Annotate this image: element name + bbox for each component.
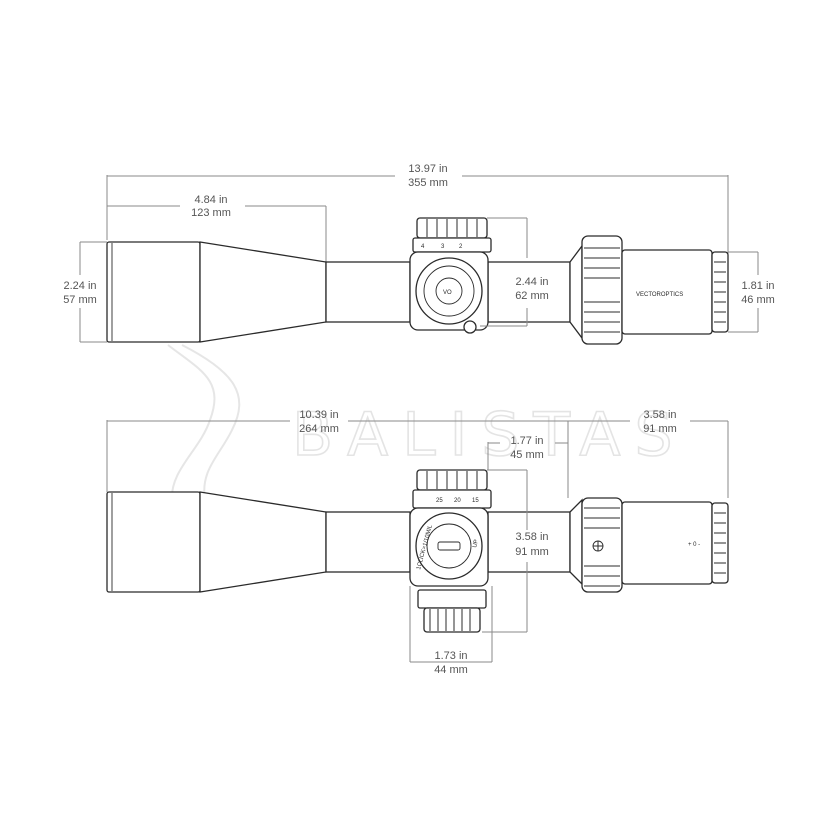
- front-length-in: 10.39 in: [299, 409, 338, 421]
- turret-height-mm: 62 mm: [515, 290, 549, 302]
- magnification-ring-grip: [584, 247, 620, 333]
- turret-scale-2: 20: [454, 498, 461, 504]
- turret-width-in: 1.73 in: [434, 650, 467, 662]
- parallax-scale-3: 2: [459, 244, 463, 250]
- top-view: 13.97 in 355 mm 4.84 in 123 mm 2.24 in 5…: [63, 163, 775, 345]
- overall-length-dimension: 13.97 in 355 mm: [106, 163, 729, 255]
- turret-top: 4 3 2 VO: [409, 217, 492, 334]
- watermark-text: BALISTAS: [292, 400, 687, 470]
- eyepiece-grip: [714, 261, 726, 323]
- side-view: 10.39 in 264 mm 3.58 in 91 mm 1.77 in 45…: [106, 409, 729, 676]
- diopter-mark: + 0 -: [688, 542, 700, 548]
- turret-scale-1: 25: [436, 498, 443, 504]
- rear-length-dimension: 3.58 in 91 mm: [568, 409, 729, 498]
- watermark: BALISTAS: [167, 344, 687, 501]
- turret-height-side-in: 3.58 in: [515, 531, 548, 543]
- eyepiece-diameter-dimension: 1.81 in 46 mm: [728, 251, 775, 333]
- parallax-scale-2: 3: [441, 244, 445, 250]
- elevation-up-label: UP: [472, 539, 480, 549]
- turret-to-eyepiece-in: 1.77 in: [510, 435, 543, 447]
- turret-height-dimension-side: 3.58 in 91 mm: [482, 469, 549, 633]
- turret-width-mm: 44 mm: [434, 664, 468, 676]
- rear-length-in: 3.58 in: [643, 409, 676, 421]
- turret-to-eyepiece-mm: 45 mm: [510, 449, 544, 461]
- overall-length-in: 13.97 in: [408, 163, 447, 175]
- front-length-mm: 264 mm: [299, 423, 339, 435]
- turret-height-in: 2.44 in: [515, 276, 548, 288]
- objective-diameter-in: 2.24 in: [63, 280, 96, 292]
- eyepiece-grip-side: [714, 512, 726, 574]
- objective-diameter-dimension: 2.24 in 57 mm: [63, 241, 107, 343]
- objective-length-dimension: 4.84 in 123 mm: [107, 194, 327, 262]
- scope-body-side: + 0 -: [106, 491, 729, 593]
- front-length-dimension: 10.39 in 264 mm: [106, 409, 569, 498]
- eyepiece-diameter-mm: 46 mm: [741, 294, 775, 306]
- turret-side: 25 20 15 1CLICK=1/10MIL UP: [409, 469, 492, 633]
- objective-length-in: 4.84 in: [194, 194, 227, 206]
- rear-length-mm: 91 mm: [643, 423, 677, 435]
- parallax-scale-1: 4: [421, 244, 425, 250]
- turret-height-side-mm: 91 mm: [515, 546, 549, 558]
- magnification-ring-grip-side: [584, 507, 620, 587]
- turret-to-eyepiece-dimension: 1.77 in 45 mm: [487, 435, 568, 470]
- turret-scale-3: 15: [472, 498, 479, 504]
- eyepiece-diameter-in: 1.81 in: [741, 280, 774, 292]
- objective-diameter-mm: 57 mm: [63, 294, 97, 306]
- brand-logo-text: VECTOROPTICS: [636, 292, 683, 298]
- overall-length-mm: 355 mm: [408, 177, 448, 189]
- objective-length-mm: 123 mm: [191, 207, 231, 219]
- turret-height-dimension-top: 2.44 in 62 mm: [480, 217, 549, 327]
- turret-cap-mark: VO: [443, 290, 452, 296]
- turret-width-dimension: 1.73 in 44 mm: [409, 586, 493, 676]
- scope-body-top: VECTOROPTICS: [106, 235, 729, 345]
